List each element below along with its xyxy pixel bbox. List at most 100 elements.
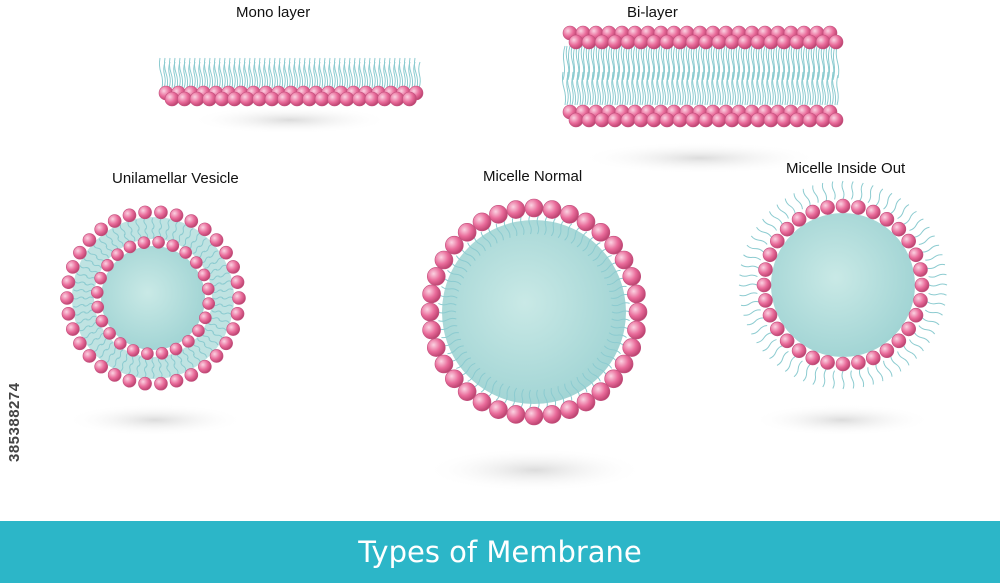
lipid-tail <box>177 233 182 244</box>
lipid-tail <box>130 231 136 242</box>
lipid-tail <box>909 339 924 352</box>
lipid-tail <box>762 339 777 352</box>
lipid-head <box>489 400 508 420</box>
lipid-tail <box>676 71 682 106</box>
lipid-tail <box>776 71 782 106</box>
lipid-tail <box>136 365 140 377</box>
lipid-tail <box>570 227 580 244</box>
lipid-tail <box>687 45 691 81</box>
lipid-tail <box>212 257 223 265</box>
lipid-tail <box>742 45 746 81</box>
lipid-tail <box>780 45 785 79</box>
lipid-head <box>594 34 610 50</box>
footer-band <box>0 521 1000 583</box>
lipid-head <box>138 376 152 391</box>
lipid-tail <box>785 45 790 79</box>
lipid-tail <box>620 45 625 79</box>
lipid-tail <box>739 274 758 278</box>
lipid-tail <box>188 57 194 89</box>
lipid-tail <box>770 45 775 79</box>
lipid-head <box>198 359 212 374</box>
lipid-head <box>489 204 508 224</box>
lipid-tail <box>802 364 811 382</box>
lipid-head <box>659 34 675 50</box>
lipid-tail <box>577 45 581 81</box>
lipid-tail <box>625 45 630 79</box>
lipid-tail <box>702 45 706 81</box>
lipid-tail <box>451 262 468 273</box>
lipid-tail <box>817 45 821 81</box>
lipid-tail <box>98 238 108 247</box>
lipid-tail <box>640 45 645 79</box>
lipid-tail <box>641 71 647 106</box>
lipid-tail <box>820 45 825 79</box>
lipid-tail <box>576 377 588 393</box>
micelle-normal-shadow <box>425 448 645 492</box>
lipid-tail <box>388 57 394 89</box>
lipid-head <box>126 344 140 357</box>
lipid-tail <box>797 45 801 81</box>
lipid-head <box>177 91 192 107</box>
lipid-tail <box>631 71 637 106</box>
lipid-tail <box>608 332 627 338</box>
lipid-tail <box>209 275 220 281</box>
stock-image-id: 385388274 <box>6 382 23 462</box>
lipid-tail <box>197 338 206 345</box>
lipid-head <box>908 307 924 323</box>
lipid-tail <box>730 45 735 79</box>
lipid-tail <box>461 362 476 376</box>
lipid-head <box>879 212 895 227</box>
lipid-head <box>737 34 753 50</box>
lipid-head <box>111 248 124 261</box>
lipid-tail <box>767 45 771 81</box>
lipid-tail <box>74 311 86 316</box>
lipid-tail <box>233 57 239 89</box>
footer-title-part2: Membrane <box>486 535 642 569</box>
lipid-tail <box>587 368 601 382</box>
lipid-tail <box>692 45 696 81</box>
lipid-tail <box>602 45 606 81</box>
lipid-tail <box>756 332 772 344</box>
lipid-head <box>201 282 215 296</box>
lipid-tail <box>918 235 935 245</box>
vesicle-core <box>101 246 205 350</box>
lipid-tail <box>740 300 759 307</box>
lipid-tail <box>143 366 147 378</box>
lipid-head <box>506 200 526 219</box>
lipid-tail <box>520 216 525 235</box>
lipid-tail <box>467 367 481 382</box>
lipid-tail <box>859 182 864 201</box>
lipid-tail <box>601 71 607 106</box>
lipid-tail <box>503 385 511 404</box>
lipid-tail <box>746 244 764 253</box>
lipid-tail <box>665 45 670 79</box>
lipid-tail <box>193 353 201 363</box>
lipid-tail <box>570 45 575 79</box>
lipid-head <box>568 34 584 50</box>
lipid-tail <box>587 45 591 81</box>
lipid-tail <box>73 288 85 292</box>
lipid-tail <box>258 57 264 89</box>
lipid-tail <box>841 180 845 200</box>
lipid-tail <box>600 262 617 273</box>
lipid-tail <box>198 57 204 89</box>
lipid-tail <box>182 349 189 359</box>
lipid-tail <box>793 193 803 210</box>
lipid-tail <box>168 57 174 89</box>
lipid-tail <box>353 57 359 89</box>
lipid-tail <box>215 264 227 271</box>
lipid-tail <box>582 372 595 388</box>
lipid-tail <box>610 45 615 79</box>
lipid-tail <box>743 254 762 261</box>
lipid-head <box>672 112 688 128</box>
lipid-tail <box>600 351 617 362</box>
lipid-tail <box>751 71 757 106</box>
lipid-tail <box>87 250 98 258</box>
lipid-tail <box>928 273 947 278</box>
lipid-tail <box>772 45 776 81</box>
micelle-inside-out-core <box>771 213 915 357</box>
lipid-tail <box>480 376 492 393</box>
lipid-tail <box>741 71 747 106</box>
lipid-head <box>182 335 195 348</box>
lipid-tail <box>173 363 179 375</box>
